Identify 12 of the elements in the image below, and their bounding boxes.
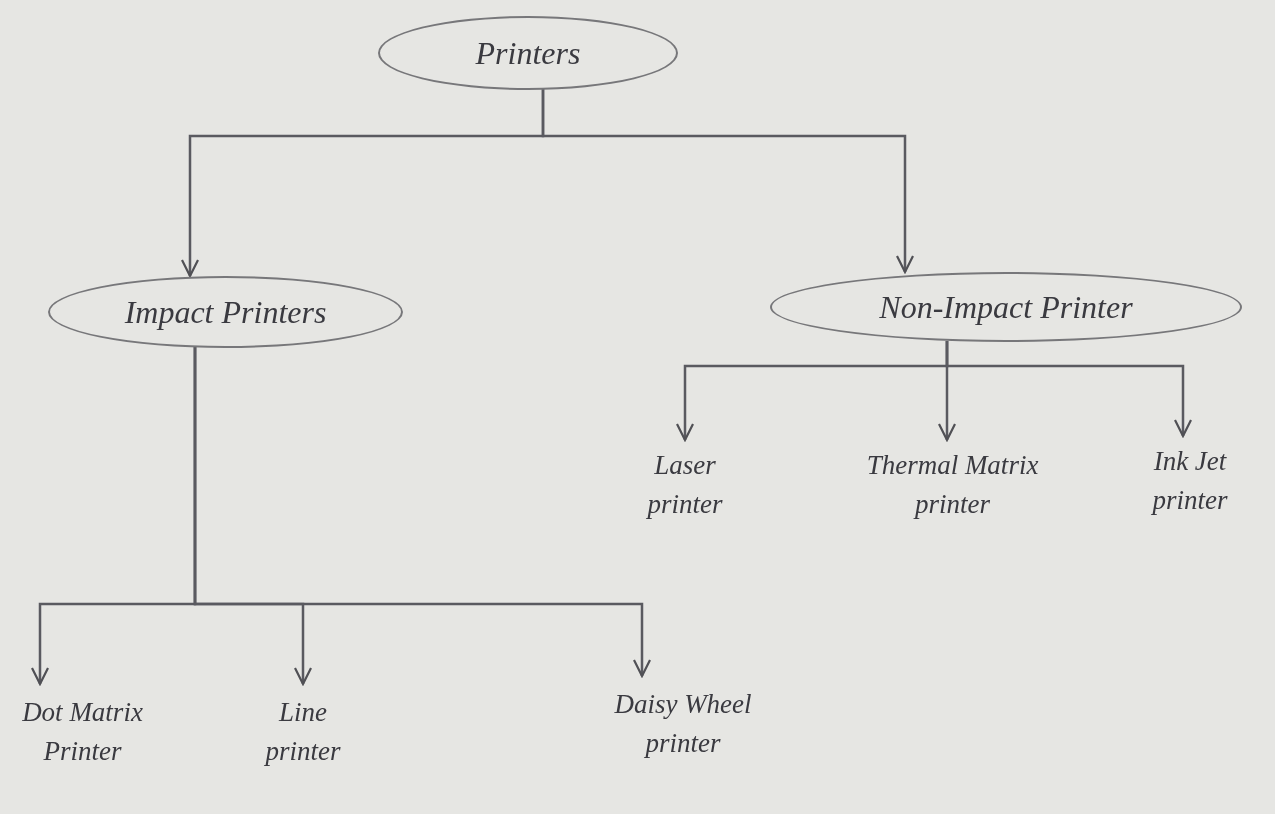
arrow (541, 89, 915, 274)
printer-type-label: Daisy Wheel printer (578, 676, 788, 772)
printer-type-label: Thermal Matrix printer (840, 440, 1065, 530)
arrow (945, 341, 1193, 438)
printer-type-label: Ink Jet printer (1130, 436, 1250, 526)
arrow (193, 347, 652, 678)
category-ellipse: Printers (378, 16, 678, 90)
printer-type-label: Line printer (248, 684, 358, 780)
category-ellipse: Non-Impact Printer (770, 272, 1242, 342)
category-ellipse: Impact Printers (48, 276, 403, 348)
printer-type-label: Dot Matrix Printer (0, 684, 165, 780)
printer-type-label: Laser printer (615, 440, 755, 530)
